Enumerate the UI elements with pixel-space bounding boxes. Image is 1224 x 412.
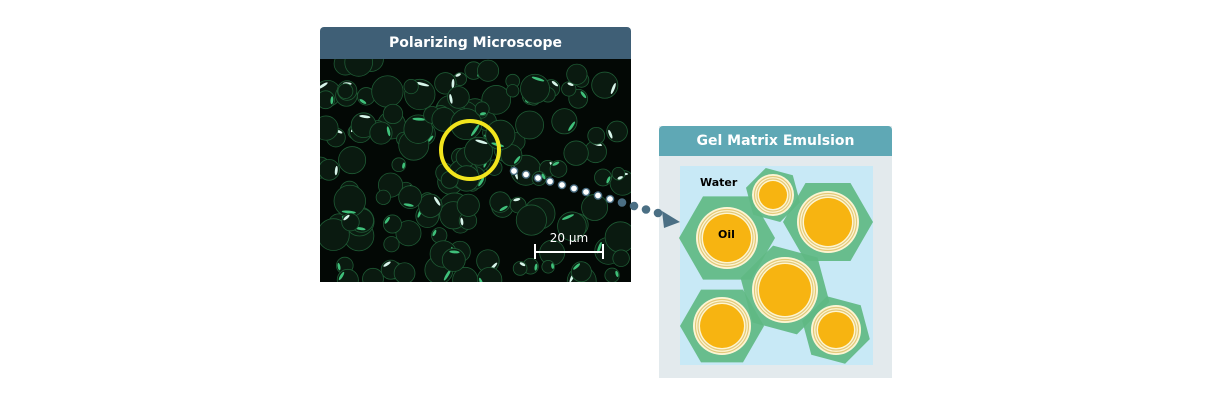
droplet (588, 127, 605, 144)
droplet (384, 237, 399, 252)
droplet (342, 213, 360, 231)
microscope-image (320, 59, 631, 282)
droplet (419, 194, 443, 218)
droplet (457, 194, 479, 216)
droplet (376, 190, 390, 204)
droplet (605, 222, 631, 253)
droplet (383, 104, 402, 123)
droplet (338, 84, 353, 99)
droplet (383, 215, 401, 233)
droplet (490, 192, 511, 213)
droplet (372, 76, 403, 107)
droplet (339, 147, 366, 174)
gel-panel-title: Gel Matrix Emulsion (659, 126, 892, 156)
droplet (506, 85, 519, 98)
connector-dot (630, 202, 637, 209)
droplet (477, 60, 498, 81)
droplet (363, 268, 384, 282)
droplet (613, 250, 630, 267)
droplet (582, 194, 608, 220)
droplet (404, 79, 418, 93)
microscope-panel-title: Polarizing Microscope (320, 27, 631, 59)
droplet (394, 263, 415, 282)
droplet (571, 262, 591, 282)
water-region (680, 166, 873, 365)
droplet (516, 205, 546, 235)
droplet (567, 64, 587, 84)
droplet (552, 109, 577, 134)
droplet (516, 111, 544, 139)
droplet (441, 171, 458, 188)
connector-dot (642, 206, 649, 213)
microscope-droplets (320, 59, 631, 282)
droplet (564, 141, 588, 165)
